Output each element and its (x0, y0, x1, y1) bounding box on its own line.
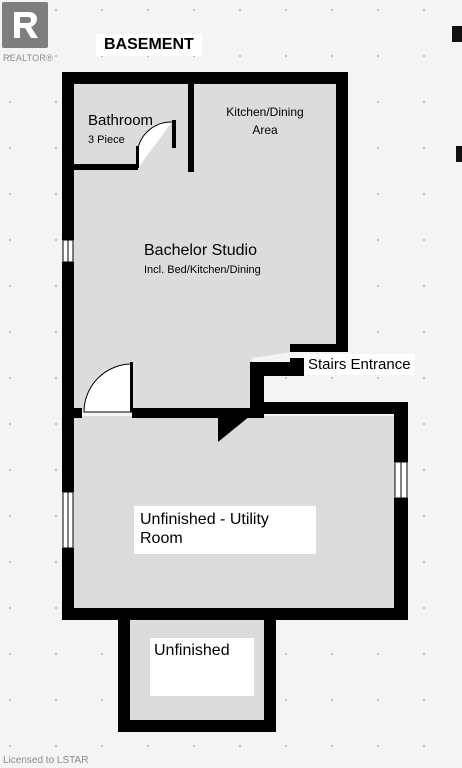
utility-label: Unfinished - Utility (140, 511, 269, 528)
wall-top (62, 72, 348, 84)
wall-utility-left-a (62, 410, 74, 492)
utility-detail: Room (140, 530, 183, 547)
wall-utility-right-a (394, 402, 408, 462)
wall-unf-bottom (118, 720, 276, 732)
wall-right-upper (336, 72, 348, 350)
unfinished-label: Unfinished (154, 642, 230, 659)
unfinished-label-box: Unfinished (150, 638, 254, 696)
realtor-wordmark: REALTOR® (3, 53, 53, 63)
wall-utility-left-b (62, 548, 74, 620)
realtor-logo: REALTOR® (2, 2, 53, 63)
wall-stairs-top (290, 344, 348, 352)
utility-label-box: Unfinished - Utility Room (134, 506, 316, 554)
windows (62, 239, 408, 549)
studio-detail: Incl. Bed/Kitchen/Dining (144, 264, 261, 276)
wall-unf-left (118, 608, 130, 732)
wall-utility-bottom (62, 608, 408, 620)
wall-bath-right (188, 84, 194, 172)
walls (62, 72, 408, 732)
edge-mark-mid (456, 146, 462, 162)
bathroom-floor (72, 84, 192, 166)
doors (83, 121, 173, 413)
wall-left-mid (62, 262, 74, 412)
edge-mark-top (452, 26, 462, 42)
stairs-label: Stairs Entrance (304, 354, 415, 375)
wall-left-upper (62, 72, 74, 240)
wall-bath-jamb (172, 120, 176, 148)
studio-label: Bachelor Studio (144, 242, 257, 259)
kitchen-label: Kitchen/Dining (226, 105, 304, 119)
license-credit: Licensed to LSTAR (3, 755, 89, 766)
wall-bath-bottom (72, 164, 138, 170)
wall-stairs-left (250, 362, 264, 414)
realtor-r-icon (2, 2, 48, 48)
bathroom-label: Bathroom (88, 112, 154, 129)
wall-divider-right (132, 408, 264, 418)
wall-unf-right (264, 608, 276, 732)
wall-divider-wedge (218, 416, 250, 442)
page-title: BASEMENT (96, 34, 202, 56)
wall-utility-right-b (394, 498, 408, 620)
kitchen-detail: Area (252, 123, 278, 137)
wall-utility-top (250, 402, 408, 414)
bathroom-detail: 3 Piece (88, 134, 125, 146)
